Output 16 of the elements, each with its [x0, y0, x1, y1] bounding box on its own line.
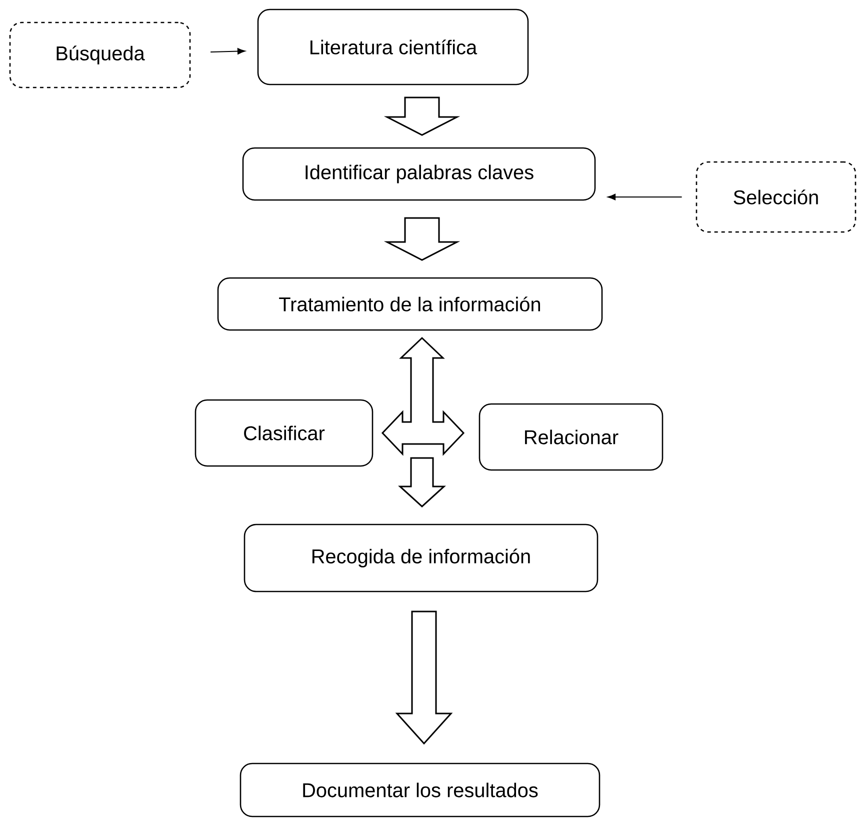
process-box: Documentar los resultados: [240, 762, 600, 818]
block-arrow: [384, 96, 460, 136]
process-box: Identificar palabras claves: [242, 147, 596, 201]
process-box: Recogida de información: [244, 524, 598, 592]
process-box: Tratamiento de la información: [217, 277, 603, 331]
block-arrow: [395, 610, 453, 745]
process-box: Clasificar: [194, 399, 374, 467]
arrow: [210, 48, 246, 54]
block-arrow: [398, 457, 446, 508]
arrow: [608, 194, 682, 200]
three-way-arrow: [381, 336, 465, 456]
dashed-box: Búsqueda: [9, 22, 191, 88]
block-arrow: [384, 217, 460, 261]
process-box: Literatura científica: [257, 8, 529, 86]
process-box: Relacionar: [478, 403, 664, 471]
dashed-box: Selección: [696, 161, 856, 233]
